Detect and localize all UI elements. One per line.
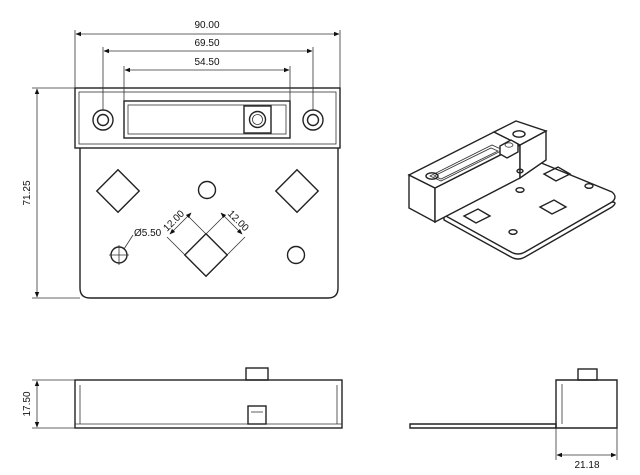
- connector-slot: [123, 100, 291, 139]
- side-view: [409, 368, 618, 429]
- connector-block: [243, 105, 272, 134]
- dim-line-12b: [220, 212, 243, 235]
- side-view-dimensions: 21.18: [555, 428, 618, 471]
- iso-connector: [499, 139, 519, 159]
- front-view: [74, 367, 343, 429]
- mount-hole-right: [302, 109, 324, 131]
- front-connector: [245, 367, 269, 381]
- top-view: [74, 87, 341, 299]
- iso-square-3: [538, 199, 568, 215]
- front-view-dimensions: 17.50: [22, 379, 75, 429]
- top-housing-inner: [78, 91, 337, 145]
- hole-leader-line: [123, 234, 134, 250]
- iso-plate-edge: [443, 201, 616, 260]
- square-cutout-center: [183, 232, 229, 278]
- dim-text-slot-width: 54.50: [194, 57, 219, 68]
- side-body: [555, 379, 618, 429]
- iso-square-1: [542, 166, 572, 182]
- iso-hole-left: [425, 172, 439, 180]
- ext-line-12a-2: [187, 215, 207, 235]
- top-housing-outline: [74, 87, 341, 149]
- ext-line-12b-2: [226, 236, 246, 256]
- top-view-dimensions: 90.00 69.50 54.50 71.25 Ø5.50 12.00 12.0…: [22, 20, 341, 299]
- iso-hole-right: [512, 130, 526, 138]
- front-body: [74, 379, 343, 429]
- dim-line-12a: [169, 212, 192, 235]
- mount-hole-right-inner: [306, 113, 320, 127]
- ext-line-12a-1: [166, 236, 186, 256]
- side-plate: [409, 423, 557, 429]
- iso-plate-hole-3: [508, 228, 518, 235]
- iso-plate-hole-4: [516, 168, 524, 174]
- dim-text-overall-height: 71.25: [22, 180, 33, 205]
- iso-plate-hole-1: [515, 186, 525, 193]
- hole-center-top: [197, 180, 217, 200]
- connector-slot-inner: [127, 104, 287, 135]
- isometric-view: [407, 120, 616, 260]
- front-notch: [247, 405, 267, 425]
- iso-slot-inner: [433, 147, 499, 180]
- iso-square-2: [462, 208, 492, 224]
- dim-text-overall-width: 90.00: [194, 20, 219, 31]
- iso-plate-hole-2: [584, 182, 594, 189]
- iso-connector-port: [504, 142, 514, 148]
- iso-plate-top: [443, 159, 616, 255]
- top-plate-outline: [79, 148, 339, 299]
- connector-port: [248, 110, 267, 129]
- mount-hole-left-inner: [96, 113, 110, 127]
- dim-text-thickness-height: 17.50: [22, 391, 33, 416]
- connector-port-inner: [252, 114, 263, 125]
- square-cutout-right: [274, 168, 320, 214]
- hole-right-bottom: [286, 245, 306, 265]
- side-connector: [577, 368, 598, 381]
- dim-text-side-depth: 21.18: [574, 460, 599, 471]
- dim-text-hole-spacing: 69.50: [194, 38, 219, 49]
- mount-hole-left: [92, 109, 114, 131]
- square-cutout-left: [95, 168, 141, 214]
- ext-line-12b-1: [205, 215, 225, 235]
- dim-text-hole-diameter: Ø5.50: [134, 228, 162, 239]
